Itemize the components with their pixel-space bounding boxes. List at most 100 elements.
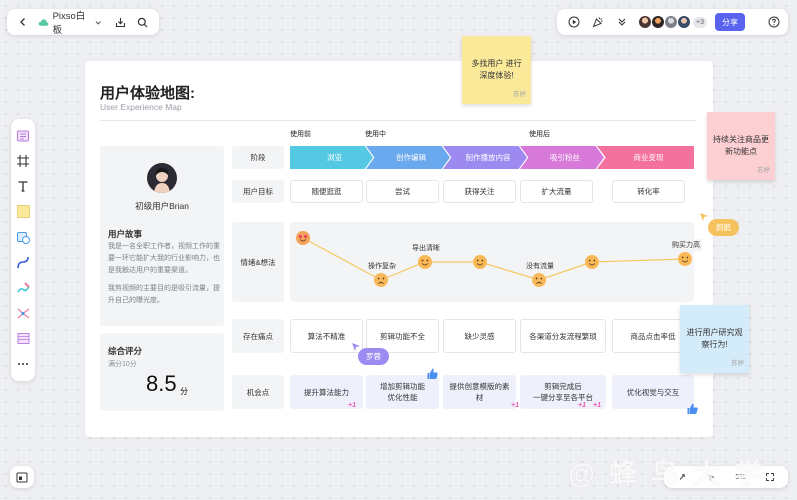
story-text: 我是一名全职工作者，视频工作的重要一环它能扩大我的行业影响力，也是我触达用户的重… — [108, 241, 220, 307]
page-subtitle: User Experience Map — [100, 102, 182, 112]
score-title: 综合评分 — [108, 346, 143, 356]
celebrate-button[interactable] — [587, 11, 609, 33]
cursor-pointer-icon — [700, 213, 708, 221]
collaborator-cursor-label: 蔚鹃 — [708, 219, 739, 236]
connector-icon — [16, 257, 29, 269]
row-label-pain: 存在痛点 — [232, 319, 284, 353]
template-tool[interactable] — [13, 126, 33, 146]
stage-arrow: 浏览 — [290, 146, 373, 169]
user-profile-card: 初级用户Brian 用户故事 我是一名全职工作者，视频工作的重要一环它能扩大我的… — [100, 146, 224, 326]
thumbs-up-icon — [687, 403, 698, 414]
emotion-line — [302, 237, 686, 281]
document-name: Pixso白板 — [52, 11, 86, 36]
emotion-curve-area: 操作复杂导出清晰没有流量购买力高 — [290, 222, 702, 302]
goal-cell: 获得关注 — [443, 180, 516, 203]
top-right-toolbar: +3 分享 — [557, 9, 788, 35]
undo-icon[interactable] — [677, 472, 687, 482]
double-chevron-down-icon — [618, 18, 626, 26]
avatar — [677, 15, 691, 29]
sticky-note[interactable]: 持续关注商品更新功能点 苏婷 — [707, 112, 775, 180]
vote-badge: +1 — [511, 402, 519, 409]
user-avatar — [147, 163, 177, 193]
emotion-label: 操作复杂 — [366, 260, 398, 272]
connector-tool[interactable] — [13, 253, 33, 273]
play-icon — [568, 16, 580, 28]
pain-cell: 缺少灵感 — [443, 319, 516, 353]
present-button[interactable] — [563, 11, 585, 33]
search-button[interactable] — [133, 11, 153, 33]
mindmap-icon — [17, 308, 29, 319]
avatar — [651, 15, 665, 29]
user-name: 初级用户Brian — [135, 201, 189, 211]
score-card: 综合评分 满分10分 8.5 分 — [100, 333, 224, 411]
minimap-toggle[interactable] — [10, 466, 34, 488]
sticky-note[interactable]: 多找用户 进行深度体验! 苏婷 — [462, 36, 531, 104]
emotion-point-love-face-icon — [296, 231, 310, 245]
row-label-stage: 阶段 — [232, 146, 284, 169]
frame-icon — [17, 155, 29, 168]
emotion-curve — [296, 231, 692, 287]
page-title: 用户体验地图: — [100, 85, 195, 102]
avatar — [638, 15, 652, 29]
opportunity-cell: 剪辑完成后 一键分享至各平台 — [520, 375, 606, 409]
vote-badge: +1 — [578, 402, 586, 409]
score-value: 8.5 — [146, 371, 177, 396]
table-tool[interactable] — [13, 329, 33, 349]
collaborators[interactable]: +3 — [638, 15, 707, 29]
sticky-note-tool[interactable] — [13, 202, 33, 222]
collapse-button[interactable] — [611, 11, 633, 33]
chevron-down-icon — [95, 20, 101, 25]
pen-tool[interactable] — [13, 278, 33, 298]
sticky-note-author: 苏婷 — [731, 360, 744, 367]
zoom-level[interactable]: 5% — [735, 473, 746, 481]
sticky-note-text: 持续关注商品更新功能点 — [713, 135, 769, 156]
collaborator-cursor-label: 罗蓉 — [358, 348, 389, 365]
shape-tool[interactable] — [13, 227, 33, 247]
emotion-label: 导出清晰 — [410, 242, 442, 254]
opportunity-cell: 优化视觉与交互 — [612, 375, 694, 409]
stage-label-during: 使用中 — [365, 131, 386, 138]
emotion-point-happy-face-icon — [678, 252, 692, 266]
mindmap-tool[interactable] — [13, 303, 33, 323]
row-label-opportunity: 机会点 — [232, 375, 284, 409]
goal-cell: 扩大流量 — [520, 180, 593, 203]
fullscreen-icon[interactable] — [765, 472, 775, 482]
minimap-icon — [16, 472, 28, 482]
emotion-point-happy-face-icon — [418, 255, 432, 269]
stage-label-after: 使用后 — [529, 131, 550, 138]
goal-cell: 转化率 — [612, 180, 685, 203]
share-button[interactable]: 分享 — [714, 13, 745, 31]
text-tool[interactable] — [13, 176, 33, 196]
vote-badge: +1 — [593, 402, 601, 409]
party-popper-icon — [592, 17, 603, 28]
export-button[interactable] — [110, 11, 130, 33]
cursor-icon[interactable] — [706, 472, 716, 482]
more-tools[interactable] — [13, 354, 33, 374]
score-unit: 分 — [180, 387, 188, 396]
stage-arrow: 吸引粉丝 — [520, 146, 604, 169]
collaborator-count: +3 — [693, 16, 707, 28]
opportunity-cell: 提升算法能力 — [290, 375, 363, 409]
shape-icon — [16, 231, 30, 244]
sticky-note[interactable]: 进行用户研究观察行为! 苏婷 — [680, 305, 749, 373]
thumbs-up-icon — [427, 368, 438, 379]
cloud-icon — [39, 18, 49, 26]
opportunity-cell: 增加剪辑功能 优化性能 — [366, 375, 439, 409]
stage-arrow: 制作播放内容 — [443, 146, 527, 169]
download-icon — [115, 17, 125, 27]
back-button[interactable] — [13, 11, 33, 33]
stage-arrow: 商业变现 — [597, 146, 694, 169]
help-button[interactable] — [766, 14, 782, 30]
pain-cell: 各渠道分发流程繁琐 — [520, 319, 606, 353]
sticky-note-icon — [16, 205, 30, 219]
story-paragraph: 我是一名全职工作者，视频工作的重要一环它能扩大我的行业影响力，也是我触达用户的重… — [108, 243, 220, 274]
document-menu[interactable]: Pixso白板 — [35, 8, 104, 36]
row-label-emotion: 情绪&想法 — [232, 222, 284, 302]
pen-icon — [16, 281, 30, 292]
score-subtitle: 满分10分 — [108, 361, 137, 368]
title-divider — [100, 120, 696, 121]
frame-tool[interactable] — [13, 151, 33, 171]
emotion-label: 购买力高 — [670, 239, 702, 251]
sticky-note-author: 苏婷 — [757, 167, 770, 174]
left-toolbar — [11, 119, 35, 381]
